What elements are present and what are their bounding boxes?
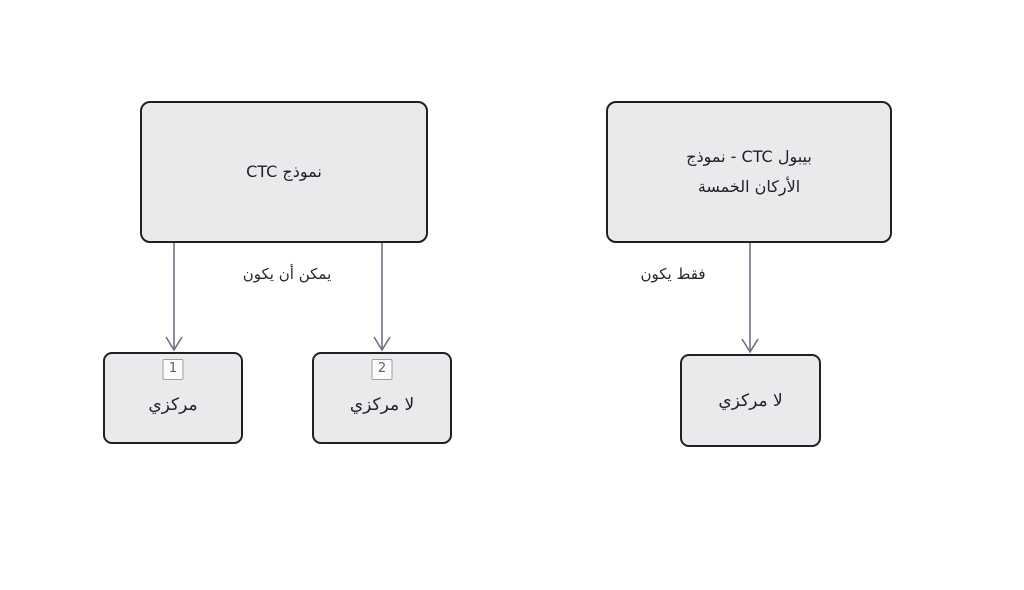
arrow-can-be-central	[165, 243, 183, 352]
node-people-ctc-five-pillars: بيبول CTC - نموذج الأركان الخمسة	[606, 101, 892, 243]
node-number-badge-2: 2	[371, 359, 393, 380]
node-number-badge-1: 1	[162, 359, 184, 380]
arrow-can-be-decentral	[373, 243, 391, 352]
node-ctc-model: نموذج CTC	[140, 101, 428, 243]
edge-label-can-be: يمكن أن يكون	[242, 265, 332, 283]
node-people-ctc-five-pillars-label: بيبول CTC - نموذج الأركان الخمسة	[686, 147, 812, 196]
node-ctc-model-label: نموذج CTC	[246, 162, 322, 182]
node-central-label: مركزي	[148, 394, 198, 415]
node-decentral: 2 لا مركزي	[312, 352, 452, 444]
node-central: 1 مركزي	[103, 352, 243, 444]
arrow-only-is	[741, 243, 759, 354]
edge-label-only-is: فقط يكون	[640, 265, 706, 283]
node-decentral-label: لا مركزي	[349, 394, 415, 415]
node-decentral-right: لا مركزي	[680, 354, 821, 447]
node-decentral-right-label: لا مركزي	[718, 390, 783, 411]
